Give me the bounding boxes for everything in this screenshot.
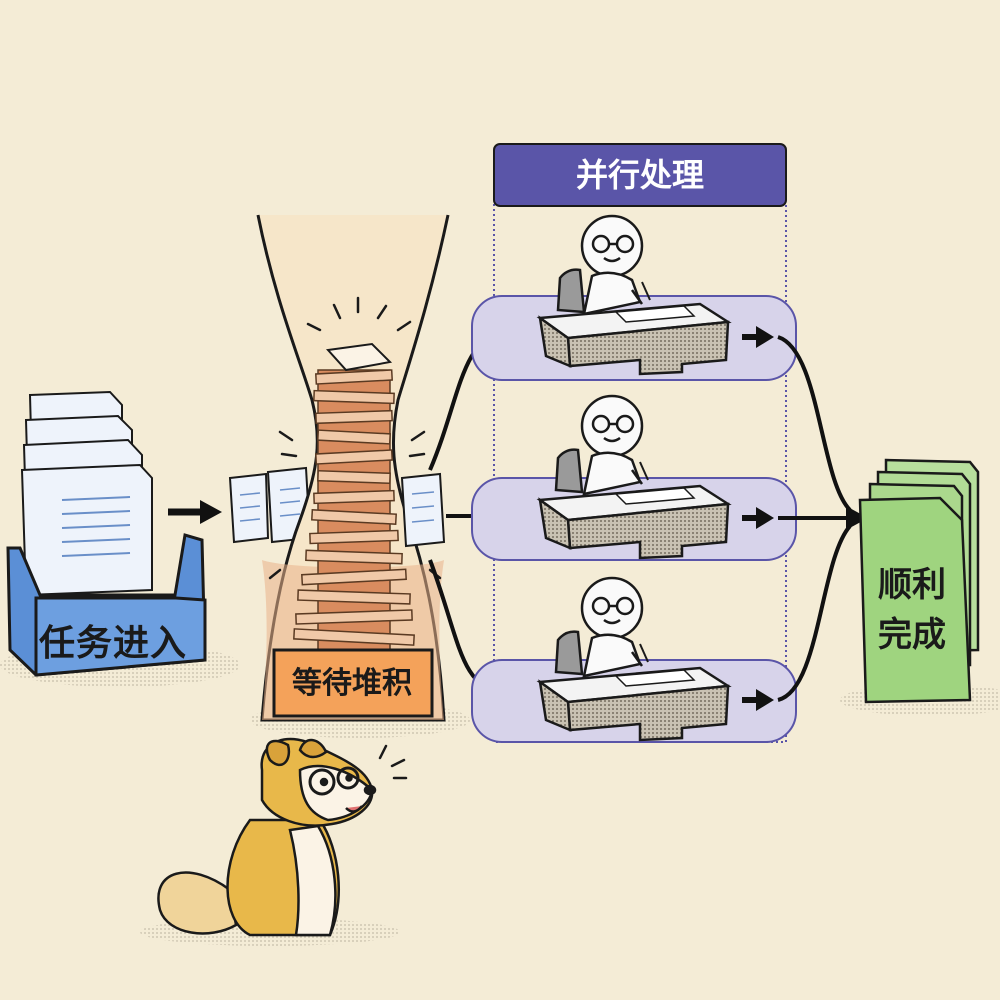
dog-mascot bbox=[140, 737, 408, 946]
worker-3 bbox=[536, 576, 732, 742]
parallel-title: 并行处理 bbox=[575, 156, 704, 194]
dog-glasses-left bbox=[308, 768, 336, 796]
queue-label: 等待堆积 bbox=[292, 666, 412, 701]
inbox-stage bbox=[0, 390, 240, 687]
outgoing-paper bbox=[400, 472, 446, 548]
done-folder bbox=[858, 496, 972, 704]
worker-1 bbox=[536, 214, 732, 376]
lane-exit-arrows bbox=[742, 326, 774, 711]
done-label: 顺利完成 bbox=[878, 565, 946, 655]
dog-ear bbox=[265, 739, 291, 767]
paper-sheet bbox=[20, 463, 153, 597]
merge-arrows bbox=[777, 335, 852, 702]
parallel-header bbox=[493, 143, 787, 207]
queue-stage bbox=[250, 214, 470, 738]
arrow-inbox-to-queue bbox=[168, 500, 222, 524]
inbox-label: 任务进入 bbox=[38, 623, 187, 664]
inbox-tray bbox=[6, 533, 207, 677]
queue-paper-stack bbox=[293, 342, 415, 671]
paper-sheet bbox=[228, 472, 270, 544]
queue-label-box bbox=[272, 648, 434, 718]
dog-glasses-right bbox=[336, 766, 360, 790]
stress-lines bbox=[268, 296, 442, 580]
done-stage bbox=[840, 458, 1000, 716]
worker-2 bbox=[536, 394, 732, 560]
parallel-panel bbox=[493, 143, 787, 743]
dog-tail bbox=[157, 871, 238, 935]
top-paper bbox=[325, 342, 393, 372]
inbox-papers bbox=[20, 390, 153, 597]
